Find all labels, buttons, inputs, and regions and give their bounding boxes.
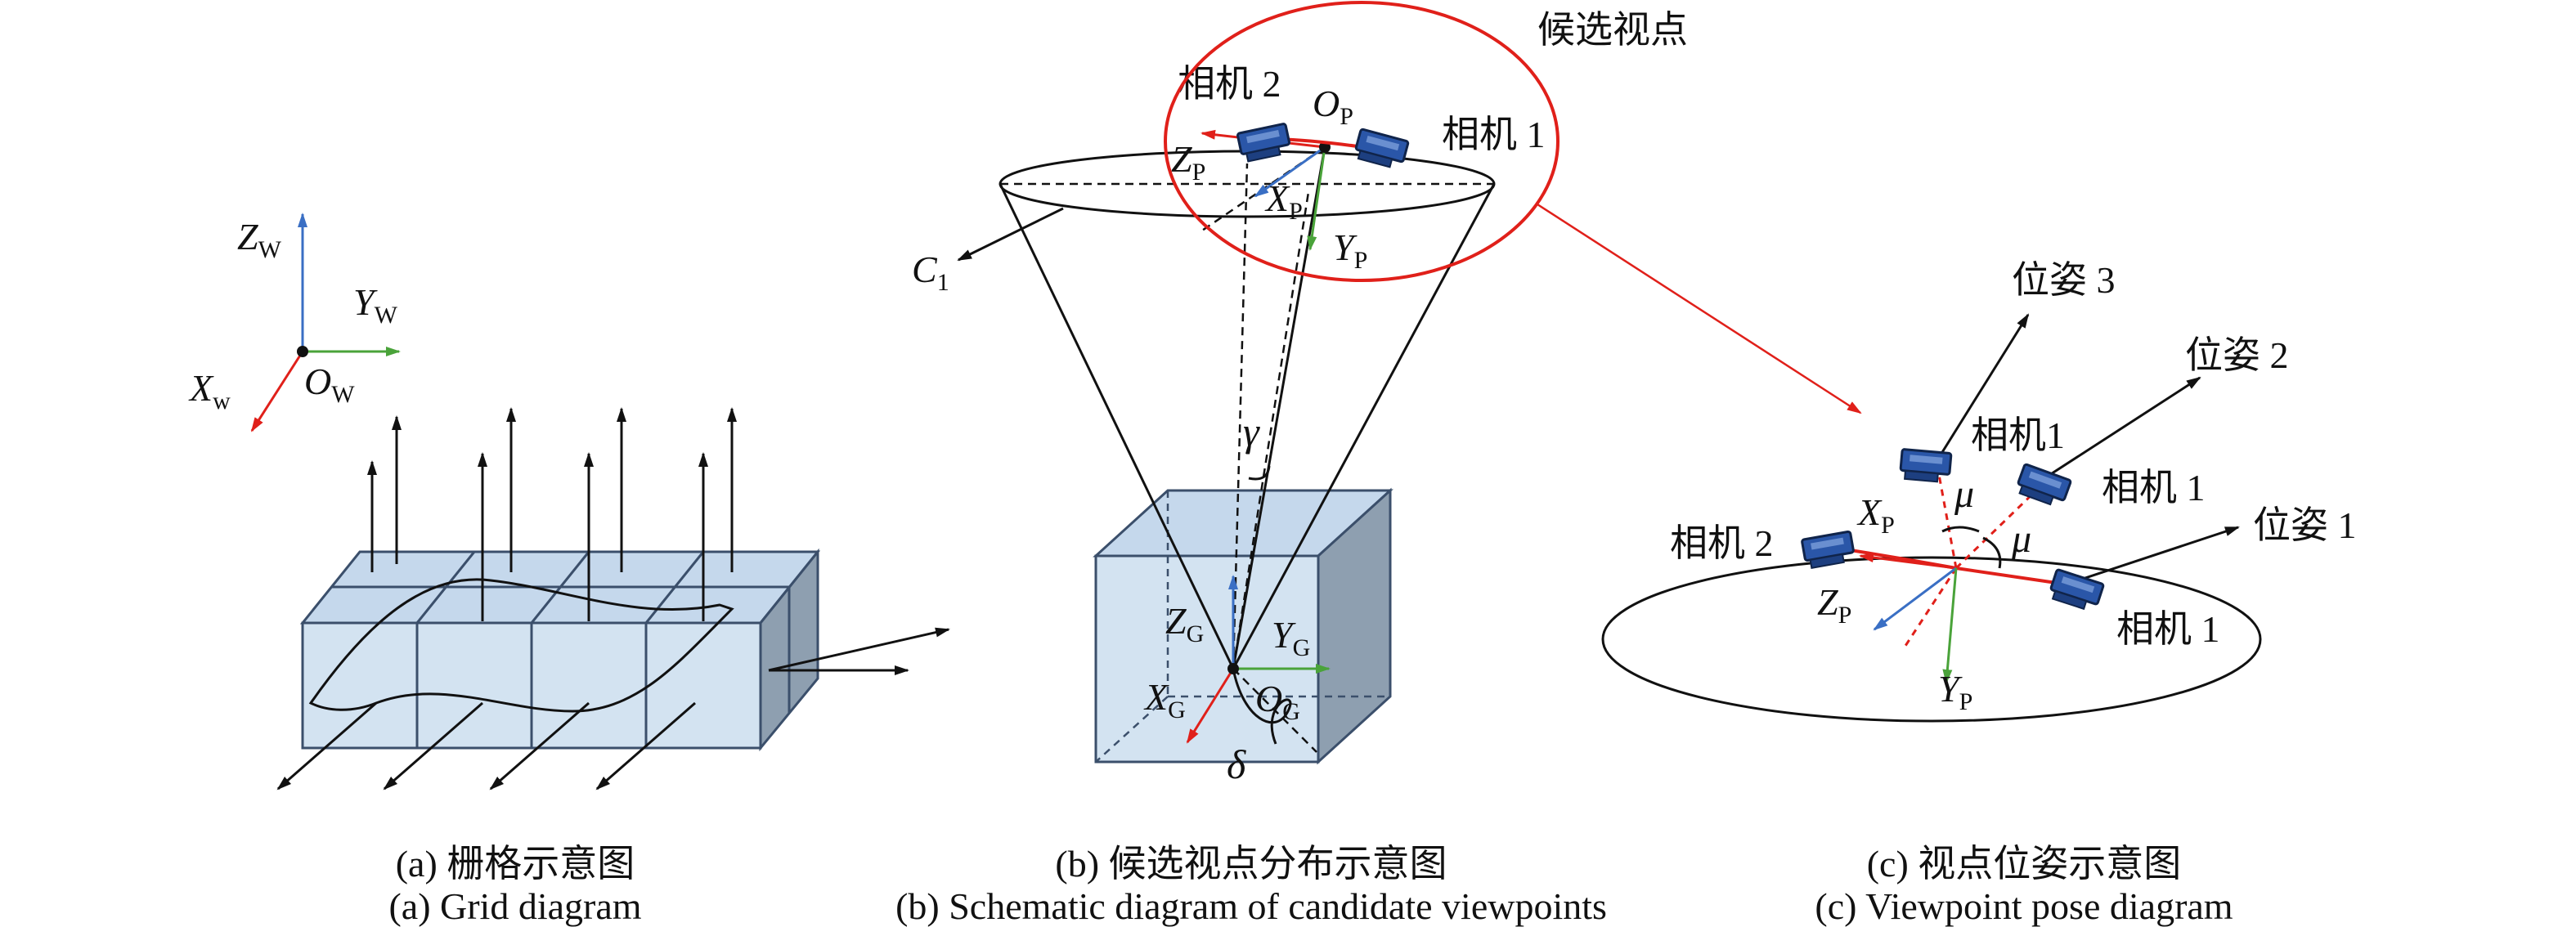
zp-label: ZP [1171,138,1205,186]
camera-right-icon [2013,463,2073,510]
pose2-label: 位姿 2 [2185,334,2289,376]
camera-top-icon [1898,447,1953,485]
pose-orbit-ellipse [1601,556,2262,723]
panel-b-cone: C1 γ δ ZG YG XG OG 相机 2 相机 1 OP ZP XP YP… [912,1,1862,787]
og-label: OG [1255,678,1300,725]
og-origin-dot [1227,663,1239,674]
zoom-connector-arrow [1537,203,1862,414]
ow-origin-dot [297,346,308,357]
xg-label: XG [1143,676,1186,723]
caption-b-cn: (b) 候选视点分布示意图 [1055,843,1447,885]
camera1-label: 相机 1 [1442,114,1546,155]
pose2-arrow [2044,376,2201,480]
yg-label: YG [1272,614,1310,661]
yp-label: YP [1333,226,1367,274]
zp-axis-c [1873,567,1957,631]
yp-axis [1307,146,1326,251]
yp-label-c: YP [1938,668,1972,715]
cam1-bottom-label: 相机 1 [2116,608,2220,650]
panel-a-grid-block [299,548,821,752]
caption-b-en: (b) Schematic diagram of candidate viewp… [895,885,1607,927]
ow-label: OW [304,361,355,408]
xw-axis [250,351,304,432]
zg-label: ZG [1165,600,1204,647]
mu-label-right: μ [2011,517,2031,561]
gamma-label: γ [1243,409,1260,455]
pose1-arrow [2072,526,2240,584]
caption-c-cn: (c) 视点位姿示意图 [1866,843,2182,885]
cube-front-face [1094,554,1320,764]
caption-a-cn: (a) 栅格示意图 [395,843,635,885]
panel-a-normal-arrows [276,407,950,790]
delta-label: δ [1227,741,1246,787]
camera-1-icon [1352,128,1410,172]
pose3-arrow [1938,313,2030,457]
candidate-viewpoint-label: 候选视点 [1537,9,1688,51]
pose3-label: 位姿 3 [2012,259,2116,301]
candidate-highlight-ellipse [1164,1,1560,282]
op-label: OP [1313,83,1353,130]
panel-c-poses: μ μ 位姿 3 位姿 2 位姿 1 相机1 相机 1 相机 2 相机 1 XP… [1601,259,2357,723]
xp-axis-c [1859,553,1957,570]
camera-2-icon [1236,122,1293,164]
pose1-label: 位姿 1 [2253,504,2357,546]
xg-axis [1186,668,1235,744]
caption-a-en: (a) Grid diagram [388,885,642,927]
xp-axis [1254,146,1326,198]
xp-label: XP [1264,177,1303,225]
xp-label-c: XP [1856,491,1895,539]
cam1-right-label: 相机 1 [2102,467,2206,508]
cam2-label: 相机 2 [1670,522,1774,564]
panel-a-world-axes: ZW YW Xw OW [188,213,401,432]
grid-surface-curve [308,578,734,713]
zp-label-c: ZP [1817,581,1851,629]
yw-label: YW [353,281,398,329]
yp-axis-c [1942,567,1958,684]
mu-label-top: μ [1954,472,1974,516]
c1-label: C1 [912,249,949,296]
cam1-top-label: 相机1 [1971,414,2065,456]
zw-label: ZW [237,216,282,263]
xw-label: Xw [188,367,231,414]
caption-c-en: (c) Viewpoint pose diagram [1815,885,2233,927]
